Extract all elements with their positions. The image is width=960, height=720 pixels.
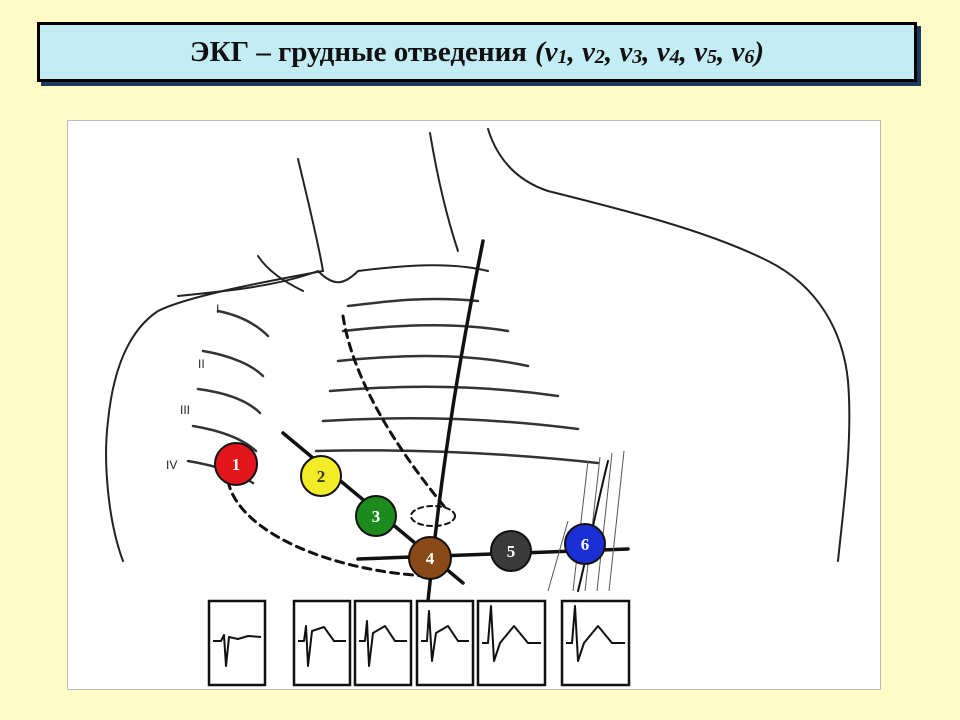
electrode-1 — [214, 442, 258, 486]
ecg-trace-v4 — [421, 610, 469, 662]
rib-5 — [321, 417, 580, 431]
neck-line-left — [297, 158, 324, 272]
lead-v4: v4 — [656, 35, 680, 68]
xiphoid-marker — [410, 505, 456, 527]
title-prefix: ЭКГ – грудные отведения — [189, 35, 527, 68]
rib-label-2: II — [198, 357, 205, 371]
rib-label-4: IV — [166, 458, 177, 472]
lead-v5: v5 — [694, 35, 718, 68]
rib-2 — [341, 324, 510, 333]
rib-label-3: III — [180, 403, 190, 417]
hatch-line — [608, 450, 625, 592]
ecg-box-v1 — [207, 599, 267, 687]
clavicle-line — [177, 264, 489, 297]
rib-left-2 — [201, 349, 265, 378]
left-shoulder-outline — [105, 270, 324, 562]
electrode-label-3: 3 — [372, 507, 381, 526]
rib-left-3 — [196, 387, 262, 415]
electrode-5 — [490, 530, 532, 572]
ecg-trace-v1 — [213, 634, 262, 667]
hatch-line — [547, 520, 569, 592]
rib-3 — [336, 354, 530, 368]
ecg-box-v3 — [353, 599, 413, 687]
chest-drawing: I II III IV 1 2 3 4 5 6 — [105, 128, 851, 687]
lead-v1-index: 1 — [557, 45, 568, 68]
electrode-label-2: 2 — [317, 467, 326, 486]
electrode-label-5: 5 — [507, 542, 516, 561]
electrode-2 — [300, 455, 342, 497]
hatch-line — [584, 456, 601, 592]
ecg-trace-v3 — [359, 620, 407, 667]
lead-v1: v1 — [544, 35, 568, 68]
lead-v6: v6 — [731, 35, 755, 68]
lead-v3-index: 3 — [632, 45, 643, 68]
lead-v5-index: 5 — [707, 45, 718, 68]
rib-1 — [346, 297, 480, 308]
heart-border-lower — [226, 479, 430, 578]
heart-border-right — [341, 314, 450, 513]
rib-label-1: I — [216, 302, 219, 316]
electrode-3 — [355, 495, 397, 537]
electrode-4 — [408, 536, 452, 580]
rib-left-1 — [216, 309, 270, 338]
lead-v3: v3 — [619, 35, 643, 68]
lead-v6-index: 6 — [744, 45, 755, 68]
lead-v2-index: 2 — [594, 45, 605, 68]
electrode-label-6: 6 — [581, 535, 590, 554]
electrode-6 — [564, 523, 606, 565]
slide-title: ЭКГ – грудные отведения (v1, v2, v3, v4,… — [37, 22, 917, 82]
rib-6 — [314, 449, 600, 465]
lead-v2: v2 — [582, 35, 605, 68]
title-leads: (v1, v2, v3, v4, v5, v6) — [534, 35, 765, 68]
electrode-label-4: 4 — [426, 549, 435, 568]
ecg-trace-v2 — [298, 625, 346, 667]
ecg-trace-v6 — [566, 605, 625, 662]
chest-lead-illustration: I II III IV 1 2 3 4 5 6 — [67, 120, 881, 690]
electrode-label-1: 1 — [232, 455, 241, 474]
neck-line-far-right — [487, 128, 549, 192]
rib-4 — [328, 385, 560, 398]
ecg-trace-v5 — [482, 605, 541, 662]
neck-line-right — [429, 132, 459, 252]
ecg-box-v4 — [415, 599, 475, 687]
hatch-line — [596, 452, 613, 592]
sternoclavicular-line — [257, 255, 304, 292]
lead-v4-index: 4 — [669, 45, 680, 68]
right-shoulder-outline — [547, 190, 851, 562]
ecg-box-v2 — [292, 599, 352, 687]
rib-left-4 — [191, 424, 258, 453]
